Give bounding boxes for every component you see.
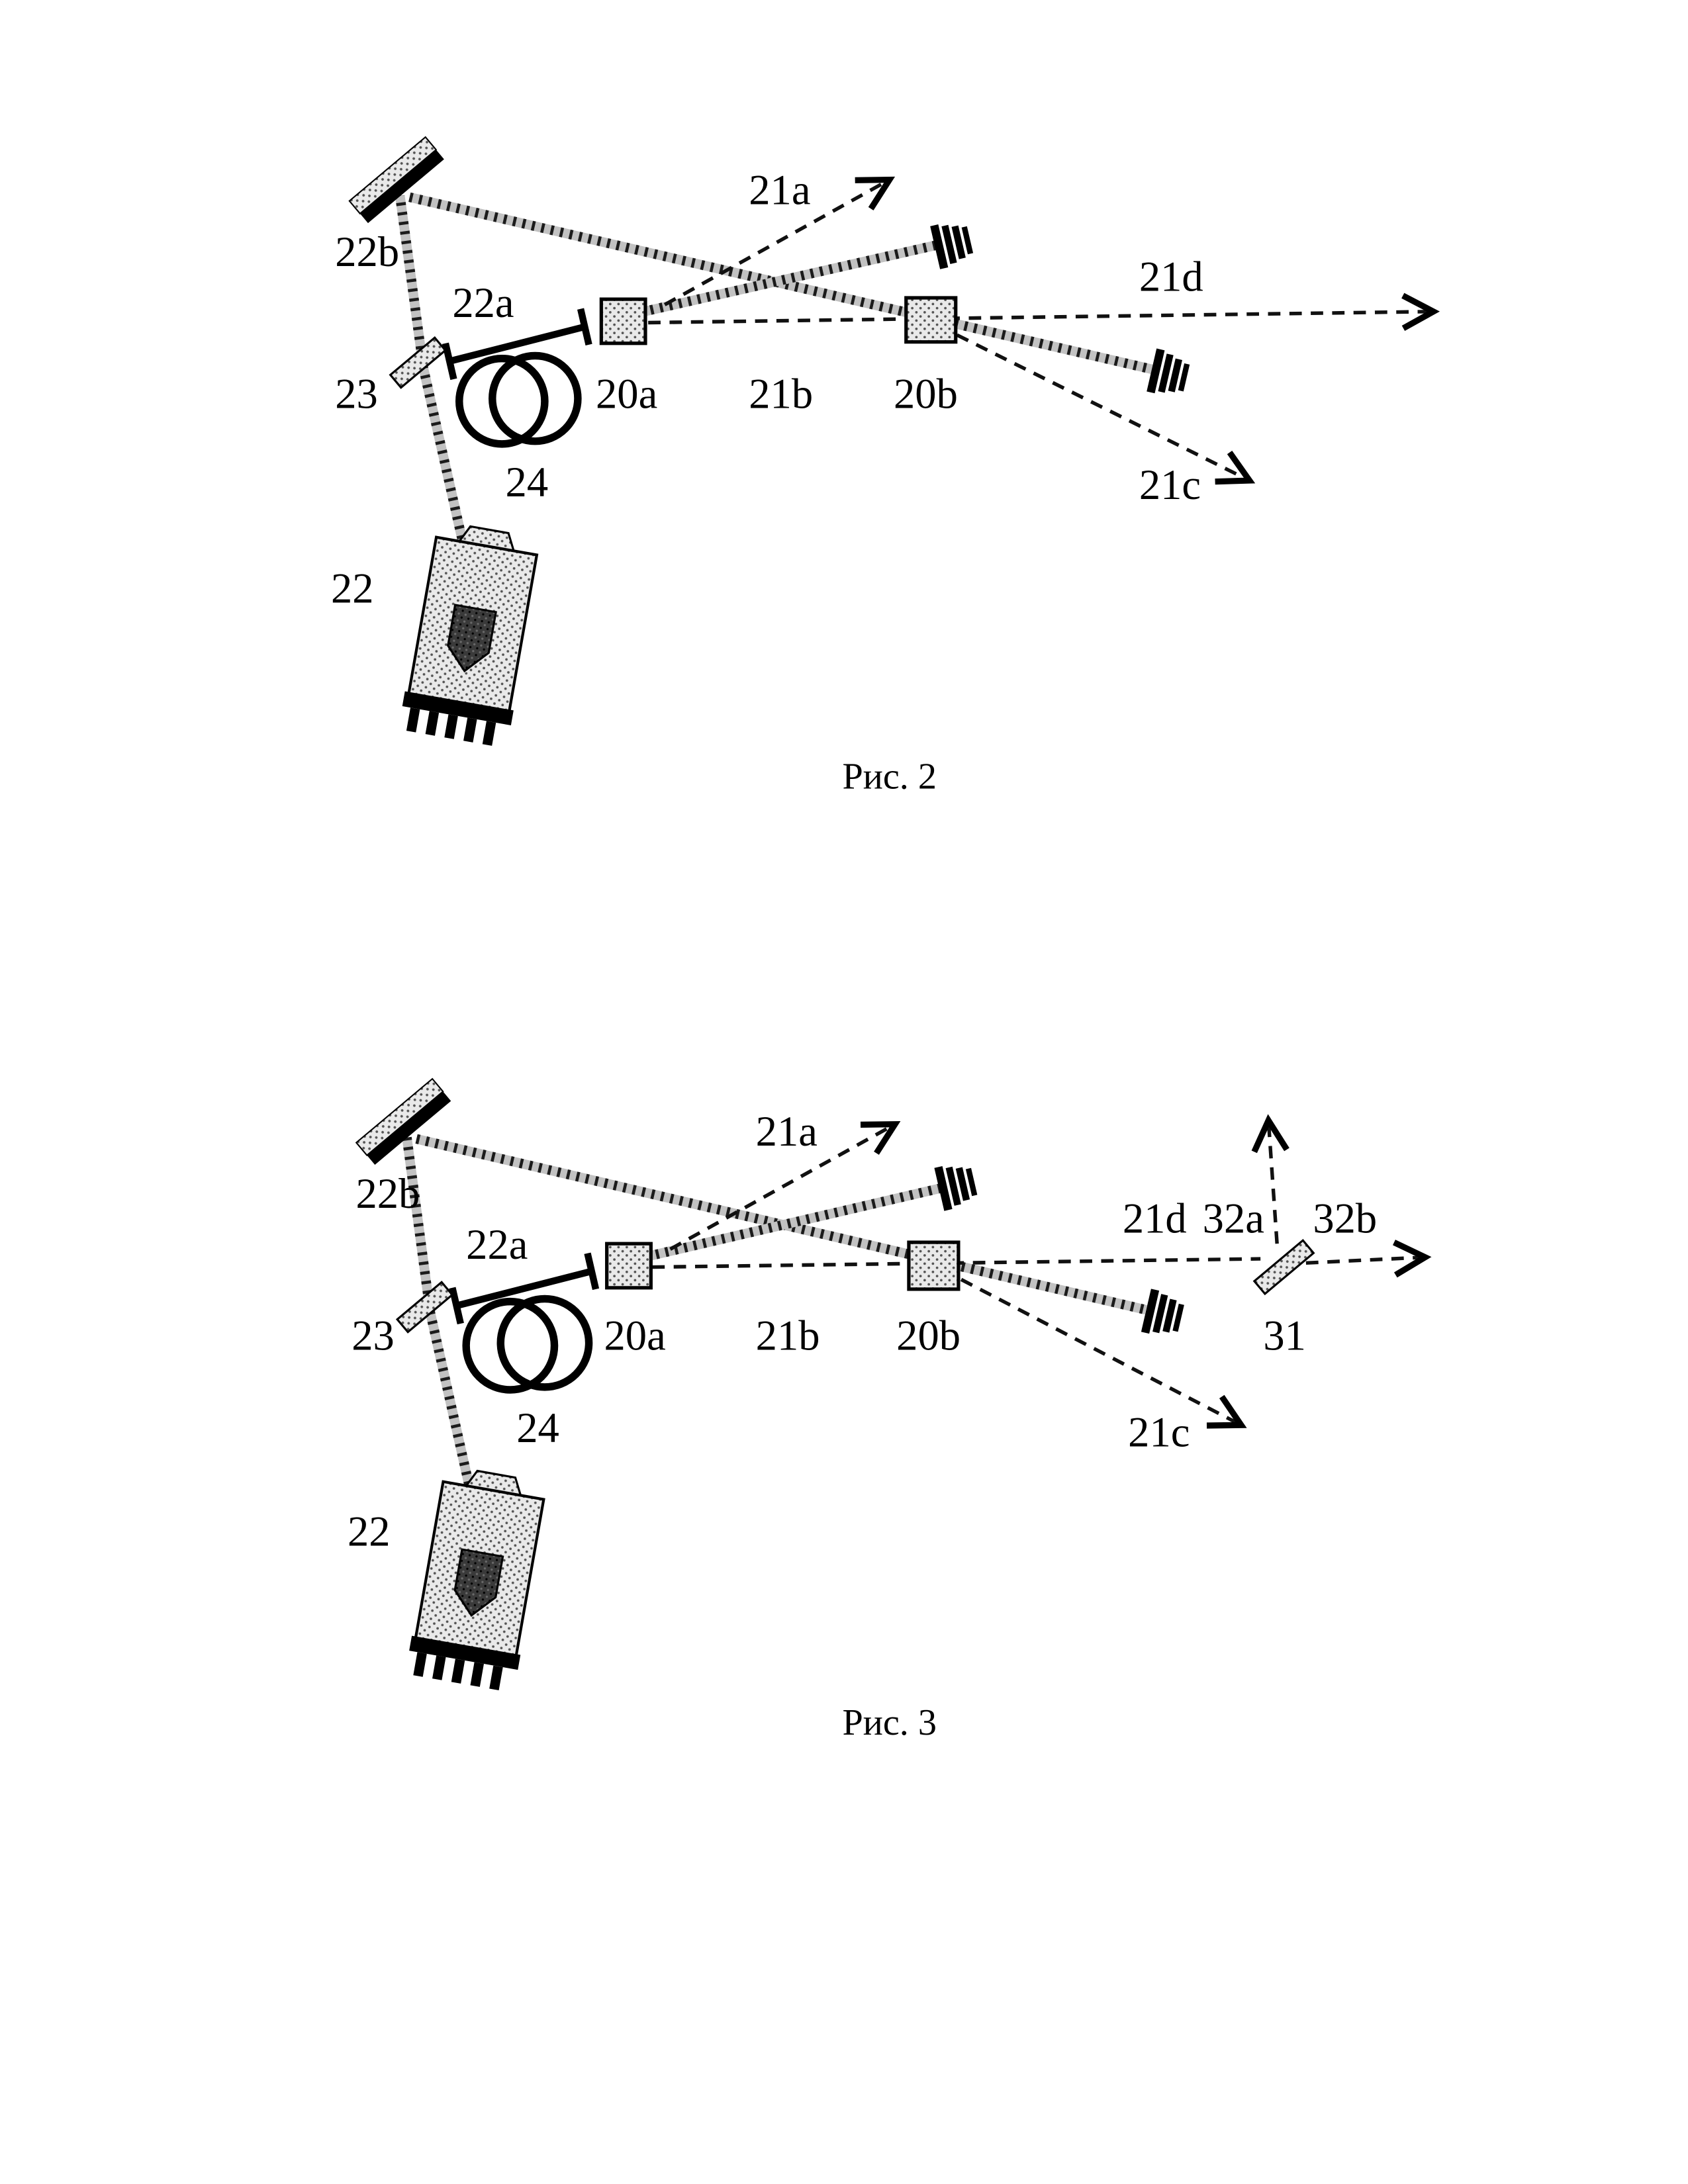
label-21a-fig2: 21a (749, 165, 810, 213)
mirror-31-fig3 (1252, 1239, 1315, 1296)
laser-source-22-fig2 (402, 525, 539, 746)
beam-source-to-splitter-fig3 (425, 1311, 478, 1504)
figure-2: 22b 22a 23 24 20a 21b 20b 21a 21d 21c 22… (331, 136, 1440, 797)
beam-collimator-to-comb-fig3 (635, 1183, 941, 1264)
label-21b-fig3: 21b (756, 1312, 820, 1359)
beam-splitter-to-mirror-fig2 (395, 195, 428, 369)
collimator-20a-fig2 (599, 297, 647, 345)
label-21c-fig3: 21c (1128, 1408, 1190, 1455)
label-21d-fig2: 21d (1139, 253, 1203, 300)
label-21c-fig2: 21c (1139, 461, 1201, 508)
label-20a-fig3: 20a (604, 1312, 666, 1359)
beam-collimator-to-comb-fig2 (630, 240, 937, 320)
label-22b-fig3: 22b (356, 1169, 420, 1217)
collimator-20b-fig2 (904, 296, 958, 344)
figure-3: 22b 22a 23 24 20a 21b 20b 21a 21d 32a 32… (348, 1077, 1432, 1743)
fiber-patchcord-22a-fig2 (442, 308, 592, 381)
label-20a-fig2: 20a (596, 370, 657, 418)
label-22a-fig3: 22a (466, 1220, 528, 1268)
label-21a-fig3: 21a (756, 1107, 818, 1155)
ray-32b-fig3 (1305, 1240, 1432, 1278)
label-20b-fig3: 20b (896, 1312, 961, 1359)
ray-21c-fig2 (956, 333, 1256, 485)
label-22-fig2: 22 (331, 564, 374, 612)
label-32a-fig3: 32a (1203, 1195, 1264, 1242)
collimator-20b-fig3 (907, 1240, 961, 1291)
beam-splitter-to-mirror-fig3 (402, 1136, 436, 1314)
label-31-fig3: 31 (1263, 1312, 1306, 1359)
detector-comb-upper-fig3 (934, 1165, 978, 1211)
beam-source-to-splitter-fig2 (418, 367, 471, 559)
figure-2-caption: Рис. 2 (842, 756, 937, 797)
figure-3-caption: Рис. 3 (842, 1702, 937, 1743)
label-24-fig3: 24 (516, 1404, 559, 1451)
detector-comb-lower-fig2 (1147, 348, 1190, 394)
label-22a-fig2: 22a (452, 279, 514, 326)
label-22-fig3: 22 (348, 1507, 391, 1555)
mirror-22b-fig2 (348, 136, 444, 224)
ray-21c-fig3 (960, 1277, 1247, 1429)
label-23-fig2: 23 (335, 370, 378, 418)
mirror-22b-fig3 (355, 1077, 451, 1165)
label-24-fig2: 24 (506, 458, 549, 506)
label-23-fig3: 23 (352, 1312, 395, 1359)
label-22b-fig2: 22b (335, 228, 399, 275)
beam-splitter-23-fig3 (395, 1281, 454, 1334)
beam-splitter-23-fig2 (389, 336, 447, 389)
ray-32a-fig3 (1251, 1114, 1289, 1244)
label-21d-fig3: 21d (1123, 1195, 1187, 1242)
detector-comb-upper-fig2 (930, 224, 974, 269)
detector-comb-lower-fig3 (1141, 1289, 1184, 1334)
collimator-20a-fig3 (605, 1242, 653, 1290)
fiber-coil-24-fig3 (462, 1295, 593, 1394)
laser-source-22-fig3 (409, 1469, 545, 1690)
label-32b-fig3: 32b (1313, 1195, 1377, 1242)
ray-21b-21d-fig2 (648, 293, 1440, 332)
label-20b-fig2: 20b (894, 370, 958, 418)
fiber-coil-24-fig2 (455, 351, 582, 448)
fiber-patchcord-22a-fig3 (449, 1252, 600, 1325)
label-21b-fig2: 21b (749, 370, 813, 418)
